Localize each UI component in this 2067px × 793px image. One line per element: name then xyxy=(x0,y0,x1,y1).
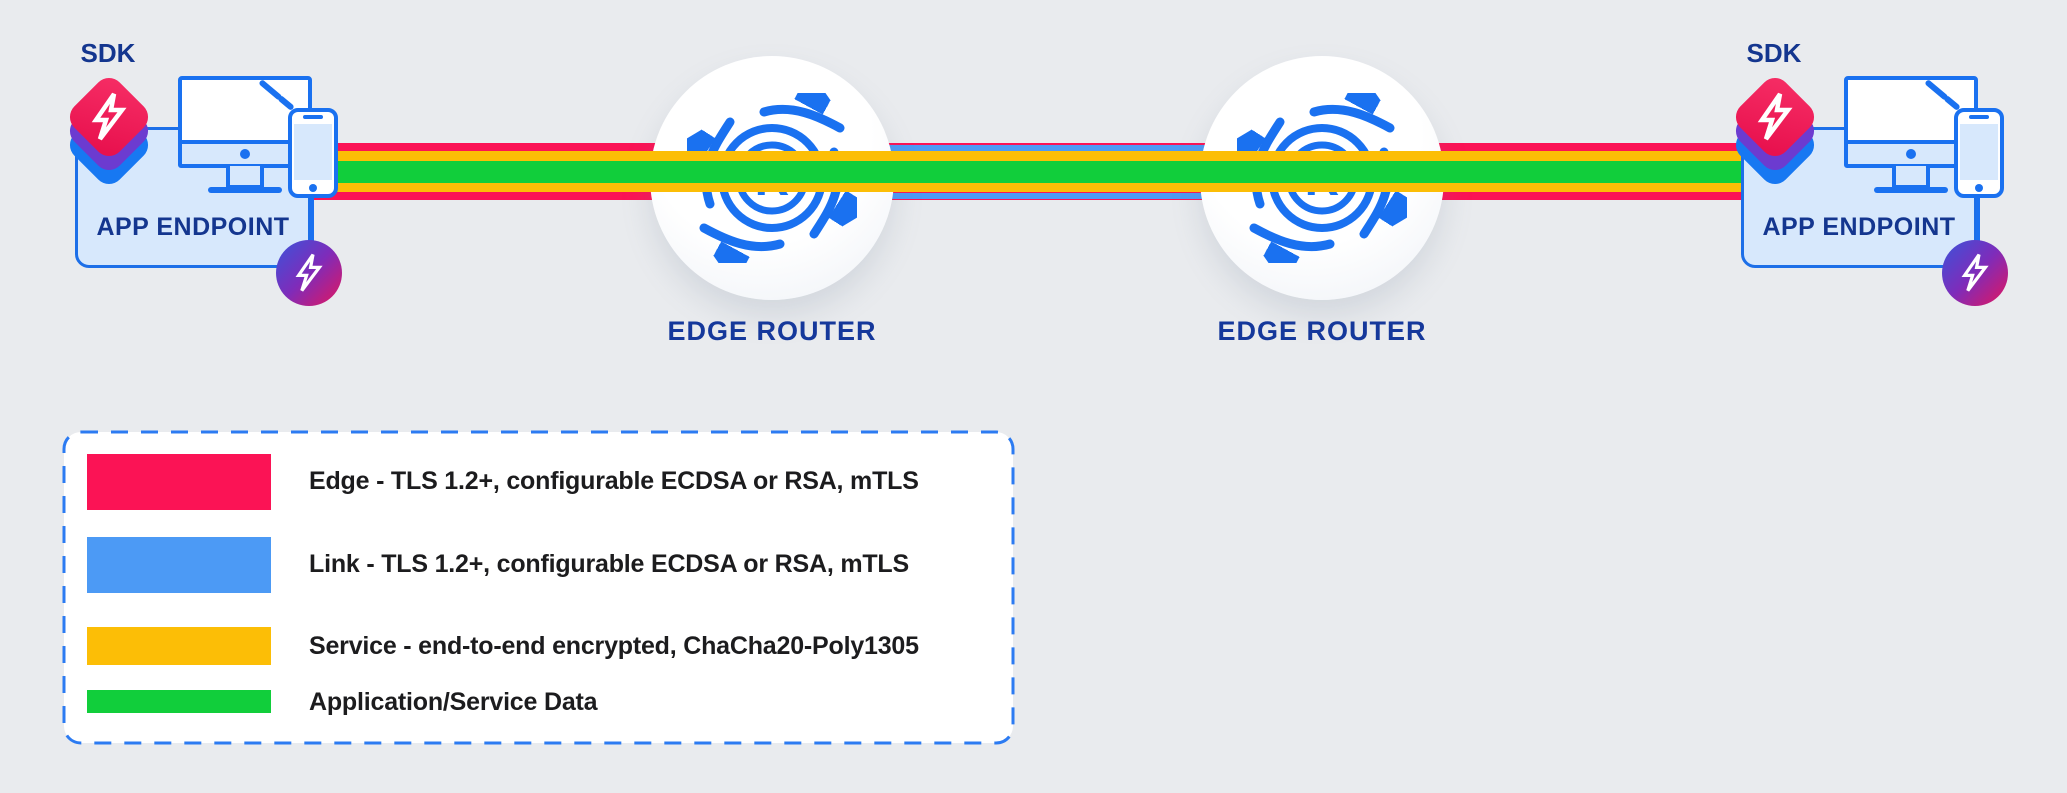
edge-router-label-left: EDGE ROUTER xyxy=(667,316,877,346)
sdk-label: SDK xyxy=(80,38,136,68)
legend-label-edge: Edge - TLS 1.2+, configurable ECDSA or R… xyxy=(309,467,919,495)
legend-swatch-service xyxy=(87,627,271,665)
app-endpoint-label: APP ENDPOINT xyxy=(96,213,290,241)
phone-screen xyxy=(294,124,332,180)
phone-speaker xyxy=(303,115,323,119)
ziti-badge-icon xyxy=(1942,240,2008,306)
service-stripe-bottom xyxy=(303,183,1755,192)
legend-swatch-edge xyxy=(87,454,271,510)
sdk-bolt-icon xyxy=(1757,92,1793,141)
legend-swatch-data xyxy=(87,690,271,713)
link-stripe-top xyxy=(772,145,1322,151)
data-stripe xyxy=(303,161,1755,183)
legend-label-link: Link - TLS 1.2+, configurable ECDSA or R… xyxy=(309,550,909,578)
monitor-dot xyxy=(240,149,250,159)
badge-connector xyxy=(310,196,314,244)
bolt-icon xyxy=(295,253,323,292)
monitor-stand xyxy=(1892,166,1930,189)
legend-border xyxy=(62,430,1015,745)
badge-connector xyxy=(1976,196,1980,244)
bolt-icon xyxy=(1961,253,1989,292)
phone-speaker xyxy=(1969,115,1989,119)
sdk-label: SDK xyxy=(1746,38,1802,68)
phone-home-dot xyxy=(1975,184,1983,192)
phone-screen xyxy=(1960,124,1998,180)
legend-swatch-link xyxy=(87,537,271,593)
legend: Edge - TLS 1.2+, configurable ECDSA or R… xyxy=(62,430,1015,745)
app-endpoint-right: SDK APP ENDPOINT xyxy=(1666,0,2016,320)
legend-label-data: Application/Service Data xyxy=(309,688,598,716)
sdk-bolt-icon xyxy=(91,92,127,141)
service-stripe-top xyxy=(303,151,1755,161)
app-endpoint-label: APP ENDPOINT xyxy=(1762,213,1956,241)
phone-home-dot xyxy=(309,184,317,192)
edge-router-label-right: EDGE ROUTER xyxy=(1217,316,1427,346)
link-stripe-bottom xyxy=(772,193,1322,199)
legend-label-service: Service - end-to-end encrypted, ChaCha20… xyxy=(309,632,919,660)
ziti-badge-icon xyxy=(276,240,342,306)
monitor-base xyxy=(1874,187,1948,193)
monitor-dot xyxy=(1906,149,1916,159)
app-endpoint-left: SDK APP ENDPOINT xyxy=(0,0,350,320)
monitor-stand xyxy=(226,166,264,189)
monitor-base xyxy=(208,187,282,193)
